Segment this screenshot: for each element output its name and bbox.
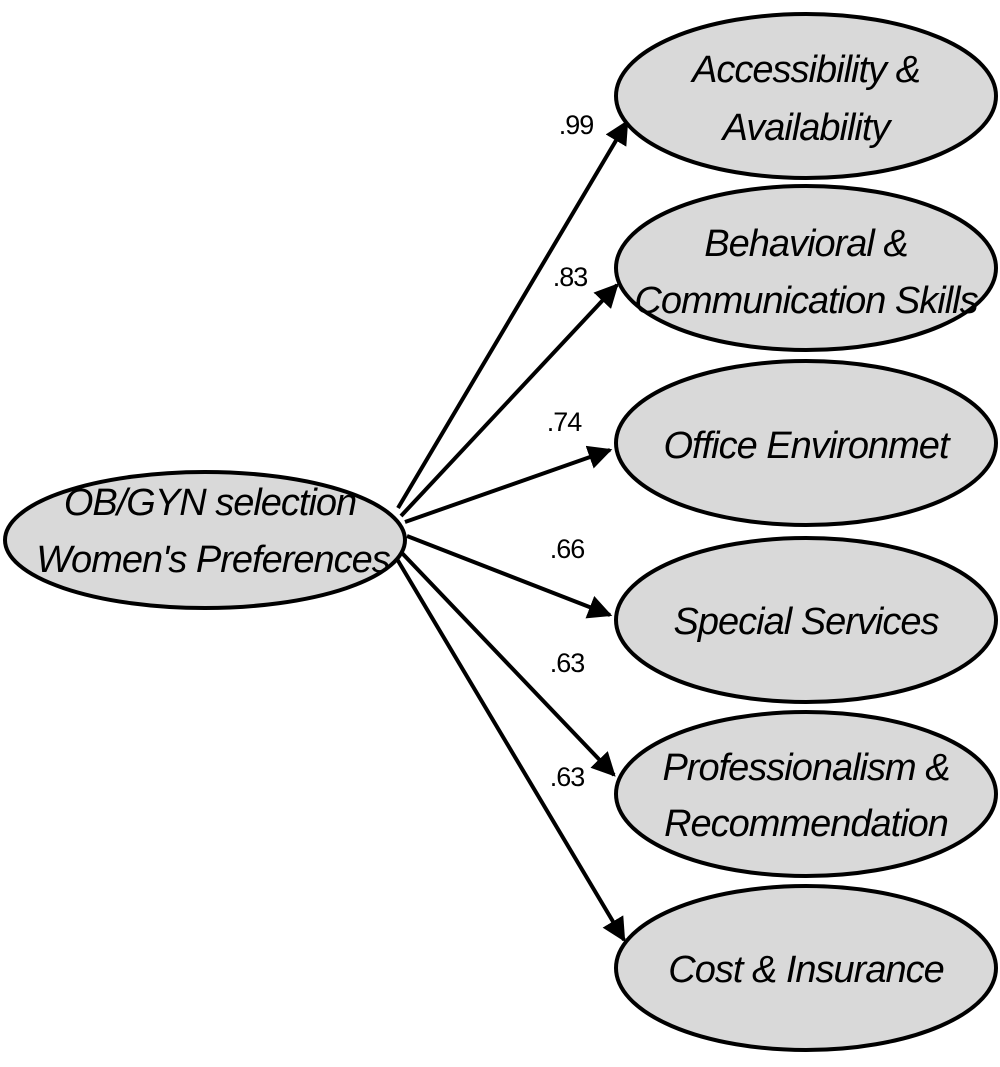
edge-label-special: .66 xyxy=(550,534,585,564)
arrow-to-behavioral xyxy=(399,283,619,518)
edge-label-cost: .63 xyxy=(550,762,585,792)
edges-layer xyxy=(395,119,629,943)
professionalism-label-line-1: Professionalism & xyxy=(662,747,949,789)
accessibility-node-ellipse xyxy=(614,12,998,180)
arrow-to-cost xyxy=(395,557,626,943)
edge-label-accessibility: .99 xyxy=(559,110,594,140)
target-node-cost: Cost & Insurance xyxy=(614,884,998,1052)
target-node-behavioral: Behavioral & Communication Skills xyxy=(614,184,998,352)
arrow-to-accessibility xyxy=(396,119,629,510)
office-label: Office Environmet xyxy=(664,425,951,467)
arrow-to-professionalism xyxy=(399,550,616,777)
arrow-to-special xyxy=(406,534,613,619)
source-node-ellipse xyxy=(3,470,407,610)
office-node-ellipse xyxy=(614,359,998,527)
professionalism-node-ellipse xyxy=(614,710,998,878)
edge-label-behavioral: .83 xyxy=(553,262,588,292)
behavioral-label-line-2: Communication Skills xyxy=(634,280,978,322)
special-label: Special Services xyxy=(674,601,940,643)
special-node-ellipse xyxy=(614,536,998,704)
target-node-special: Special Services xyxy=(614,536,998,704)
cost-label: Cost & Insurance xyxy=(668,949,943,991)
arrow-to-office xyxy=(404,445,613,524)
behavioral-label-line-1: Behavioral & xyxy=(704,223,907,265)
edge-label-professionalism: .63 xyxy=(550,648,585,678)
behavioral-node-ellipse xyxy=(614,184,998,352)
professionalism-label-line-2: Recommendation xyxy=(664,803,948,845)
source-label-line-2: Women's Preferences xyxy=(36,539,391,581)
accessibility-label-line-1: Accessibility & xyxy=(690,49,920,91)
source-node: OB/GYN selection Women's Preferences xyxy=(3,470,407,610)
source-label-line-1: OB/GYN selection xyxy=(64,482,356,524)
cost-node-ellipse xyxy=(614,884,998,1052)
target-node-accessibility: Accessibility & Availability xyxy=(614,12,998,180)
target-node-professionalism: Professionalism & Recommendation xyxy=(614,710,998,878)
target-node-office: Office Environmet xyxy=(614,359,998,527)
edge-label-office: .74 xyxy=(547,407,583,437)
accessibility-label-line-2: Availability xyxy=(721,107,893,149)
